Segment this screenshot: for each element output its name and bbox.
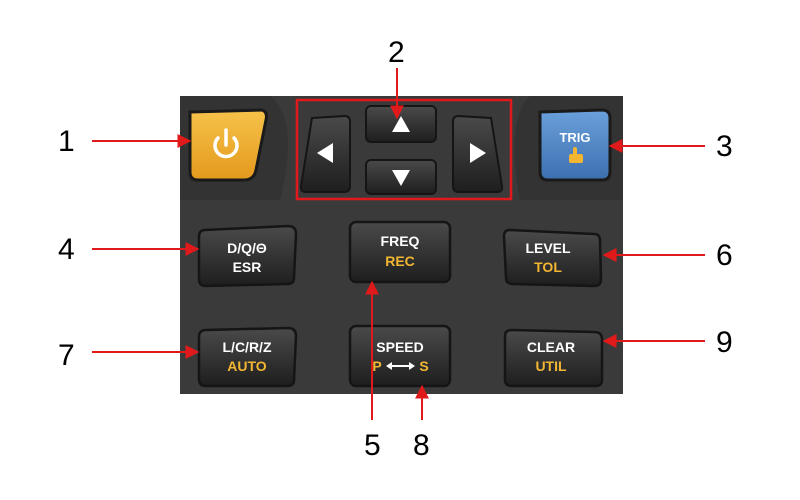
- callout-number-3: 3: [716, 130, 733, 163]
- speed-primary-label: SPEED: [376, 339, 423, 355]
- s-secondary-label: S: [419, 358, 428, 374]
- power-button[interactable]: [188, 108, 268, 182]
- esr-secondary-label: ESR: [233, 259, 262, 275]
- auto-secondary-label: AUTO: [227, 358, 267, 374]
- clear-util-button[interactable]: CLEAR UTIL: [503, 328, 604, 388]
- callout-number-9: 9: [716, 326, 733, 359]
- arrow-right-icon: [470, 143, 486, 163]
- callout-number-8: 8: [413, 429, 430, 462]
- tol-secondary-label: TOL: [534, 259, 562, 275]
- callout-number-5: 5: [364, 429, 381, 462]
- power-icon: [213, 128, 239, 159]
- callout-number-2: 2: [388, 36, 405, 69]
- up-button[interactable]: [365, 105, 437, 143]
- arrow-left-icon: [317, 143, 333, 163]
- dqe-esr-button[interactable]: D/Q/Θ ESR: [197, 224, 298, 288]
- level-tol-button[interactable]: LEVEL TOL: [502, 228, 603, 288]
- util-secondary-label: UTIL: [535, 358, 567, 374]
- callout-number-4: 4: [58, 233, 75, 266]
- trig-button[interactable]: TRIG: [538, 108, 612, 182]
- lcrz-auto-button[interactable]: L/C/R/Z AUTO: [197, 326, 298, 388]
- hand-pointer-icon: [569, 147, 583, 163]
- callout-number-1: 1: [58, 125, 75, 158]
- callout-number-7: 7: [58, 339, 75, 372]
- freq-rec-button[interactable]: FREQ REC: [348, 220, 452, 284]
- arrow-down-icon: [392, 170, 410, 186]
- callout-number-6: 6: [716, 239, 733, 272]
- lcrz-primary-label: L/C/R/Z: [223, 339, 272, 355]
- trig-label: TRIG: [559, 130, 590, 145]
- rec-secondary-label: REC: [385, 253, 415, 269]
- double-arrow-icon: [386, 362, 415, 370]
- down-button[interactable]: [365, 159, 437, 195]
- speed-ps-button[interactable]: SPEED P S: [348, 324, 452, 388]
- level-primary-label: LEVEL: [525, 240, 571, 256]
- freq-primary-label: FREQ: [381, 233, 420, 249]
- arrow-up-icon: [392, 116, 410, 132]
- nav-highlight-box: [295, 98, 513, 201]
- p-secondary-label: P: [372, 358, 381, 374]
- dqe-primary-label: D/Q/Θ: [227, 240, 267, 256]
- clear-primary-label: CLEAR: [527, 339, 575, 355]
- left-button[interactable]: [299, 114, 351, 193]
- right-button[interactable]: [452, 114, 504, 193]
